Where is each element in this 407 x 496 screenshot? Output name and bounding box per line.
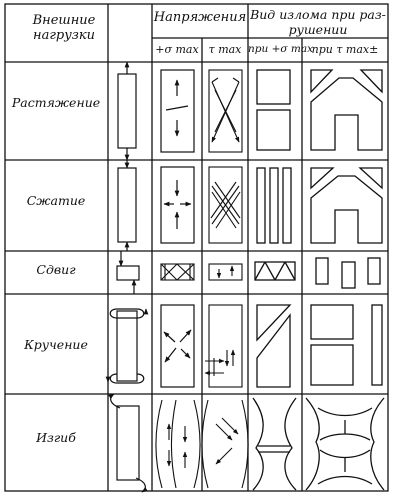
header-fracture-line2: рушении (288, 22, 348, 37)
row-label-tension: Растяжение (11, 95, 101, 110)
torsion-sigma-fracture (256, 304, 292, 388)
shear-tau-stress (208, 263, 243, 281)
header-fracture-sigma: при +σ max (248, 43, 314, 55)
header-stresses: Напряжения (153, 10, 247, 25)
torsion-tau-fracture (310, 304, 383, 386)
header-stress-sigma: +σ max (155, 43, 199, 56)
compression-sigma-stress (160, 166, 195, 244)
tension-tau-fracture (310, 69, 383, 151)
bending-load-sketch (108, 393, 148, 493)
bending-tau-stress (201, 399, 249, 489)
compression-sigma-fracture (256, 167, 292, 244)
tension-tau-stress (208, 69, 243, 153)
compression-tau-stress (208, 166, 243, 244)
row-label-shear: Сдвиг (36, 262, 76, 277)
header-fracture-tau: при τ max± (311, 43, 379, 56)
row-label-compression: Сжатие (26, 193, 86, 208)
bending-sigma-fracture (252, 397, 297, 491)
table-grid (4, 3, 389, 492)
row-label-bending: Изгиб (36, 430, 76, 445)
compression-load-sketch (117, 160, 137, 251)
shear-sigma-fracture (254, 261, 296, 281)
header-loads-line1: Внешние (32, 13, 96, 28)
shear-load-sketch (116, 251, 140, 294)
shear-tau-fracture (315, 257, 381, 289)
torsion-tau-stress (204, 304, 243, 388)
header-fracture-line1: Вид излома при раз- (250, 7, 386, 22)
tension-load-sketch (117, 61, 137, 161)
tension-sigma-stress (160, 69, 195, 153)
compression-tau-fracture (310, 167, 383, 244)
header-stress-tau: τ max (208, 43, 242, 56)
torsion-load-sketch (105, 308, 149, 384)
row-label-torsion: Кручение (24, 337, 88, 352)
shear-sigma-stress (160, 263, 195, 281)
header-loads-line2: нагрузки (33, 28, 95, 43)
bending-tau-fracture (305, 397, 385, 491)
bending-sigma-stress (155, 399, 201, 489)
torsion-sigma-stress (160, 304, 195, 388)
tension-sigma-fracture (256, 69, 291, 151)
